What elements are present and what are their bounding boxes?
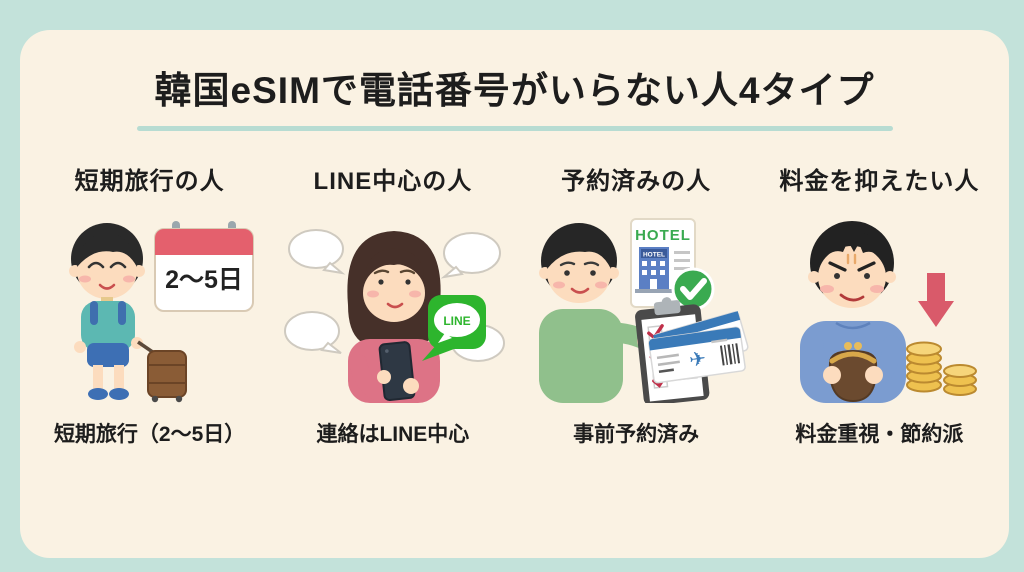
budget-illustration [800, 220, 978, 403]
calendar-label: 2〜5日 [165, 266, 243, 294]
check-circle-icon [671, 267, 715, 311]
flight-tickets-icon: ✈ [648, 310, 749, 383]
column-budget: 料金を抑えたい人 [758, 161, 1001, 448]
column-caption: 料金重視・節約派 [795, 422, 964, 446]
page-title: 韓国eSIMで電話番号がいらない人4タイプ [154, 70, 875, 111]
coin-stacks-icon [906, 341, 978, 396]
line-user-illustration: LINE [283, 228, 505, 403]
hotel-label: HOTEL [635, 227, 691, 244]
content-panel: 韓国eSIMで電話番号がいらない人4タイプ 短期旅行の人 2〜5日 [20, 30, 1009, 558]
boy-figure [68, 222, 145, 400]
illustration-line-user: LINE [271, 212, 514, 404]
column-booked: 予約済みの人 HOTEL HOTEL [515, 161, 758, 448]
suitcase-icon [136, 340, 187, 402]
price-down-arrow-icon [918, 272, 955, 327]
column-header: LINE中心の人 [313, 167, 473, 195]
man-figure [539, 222, 664, 403]
column-header: 短期旅行の人 [74, 167, 225, 195]
illustration-booked: HOTEL HOTEL [515, 212, 758, 404]
line-label: LINE [443, 314, 470, 328]
column-short-trip: 短期旅行の人 2〜5日 [28, 161, 271, 448]
illustration-budget [758, 212, 1001, 404]
column-caption: 短期旅行（2〜5日） [53, 422, 246, 446]
coin-purse-icon [829, 341, 878, 402]
title-block: 韓国eSIMで電話番号がいらない人4タイプ [20, 70, 1009, 131]
illustration-traveler: 2〜5日 [28, 212, 271, 404]
ticket-barcode [720, 342, 741, 366]
booked-illustration: HOTEL HOTEL [539, 217, 749, 403]
column-caption: 連絡はLINE中心 [316, 422, 470, 446]
line-app-icon: LINE [421, 294, 486, 361]
column-line-user: LINE中心の人 [271, 161, 514, 448]
hotel-sign-label: HOTEL [643, 251, 665, 258]
airplane-icon: ✈ [688, 347, 708, 371]
column-header: 予約済みの人 [561, 167, 712, 195]
column-caption: 事前予約済み [573, 422, 700, 446]
calendar-icon: 2〜5日 [153, 220, 254, 312]
column-header: 料金を抑えたい人 [779, 167, 980, 195]
type-columns: 短期旅行の人 2〜5日 [28, 161, 1001, 448]
title-underline [136, 125, 893, 131]
hotel-windows [642, 260, 666, 289]
traveler-illustration: 2〜5日 [68, 220, 254, 402]
